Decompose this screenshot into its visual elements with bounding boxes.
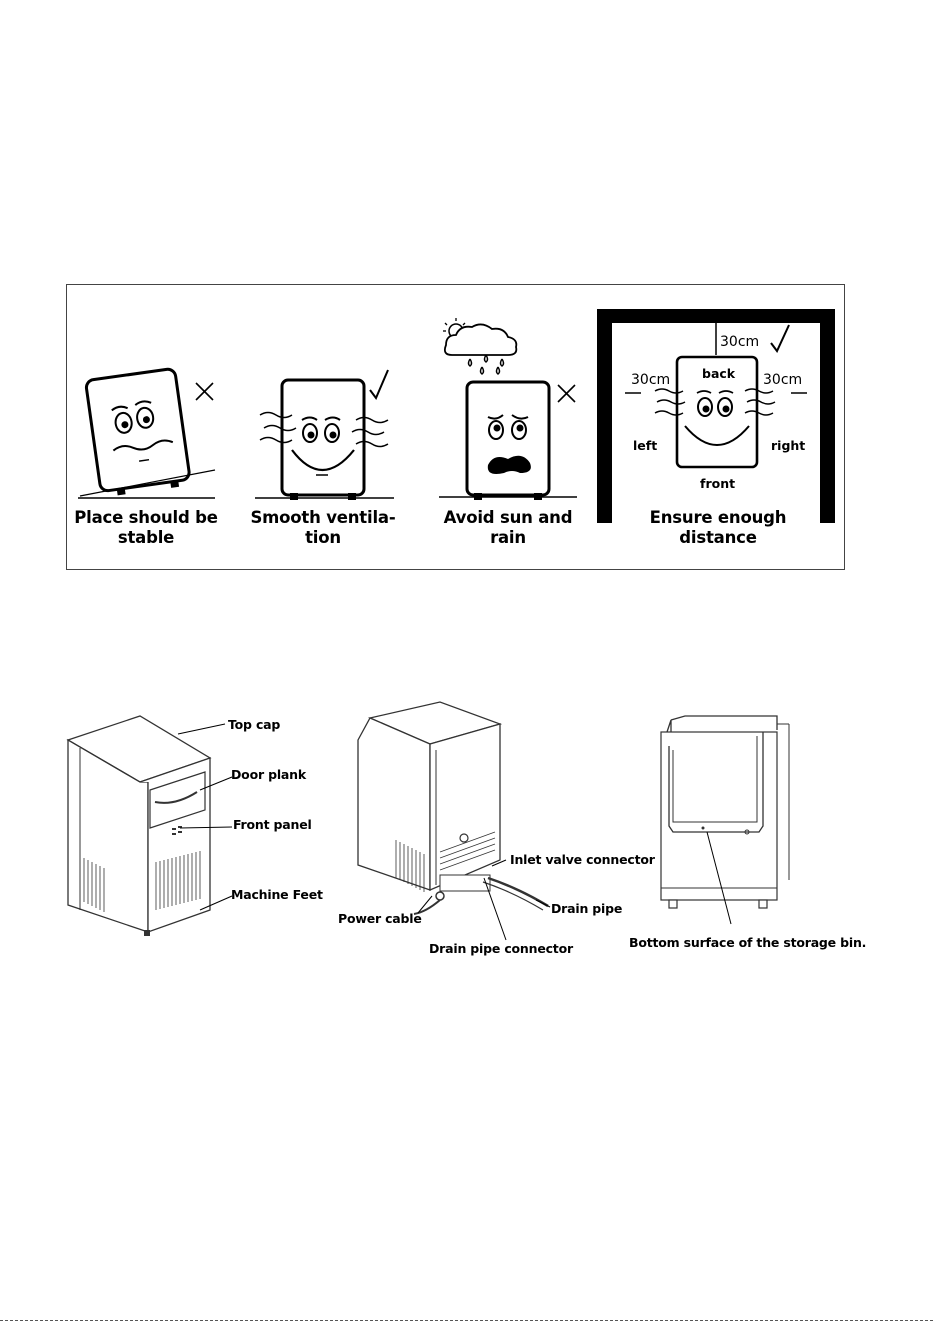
label-front-panel: Front panel [233, 817, 312, 832]
clearance-right-value: 30cm [763, 372, 802, 388]
clearance-front-label: front [700, 476, 735, 491]
label-bin-bottom: Bottom surface of the storage bin. [629, 935, 866, 950]
clearance-top-value: 30cm [720, 334, 759, 350]
check-mark [771, 325, 789, 351]
caption-distance: Ensure enough distance [638, 508, 798, 548]
caption-stable: Place should be stable [66, 508, 226, 548]
ventilated-machine-icon [252, 360, 402, 505]
clearance-left-label: left [633, 438, 657, 453]
sun-cloud-icon [443, 318, 516, 374]
label-power-cable: Power cable [338, 911, 422, 926]
label-machine-feet: Machine Feet [231, 887, 323, 902]
label-top-cap: Top cap [228, 717, 280, 732]
ice-maker-side-view [655, 710, 795, 925]
caption-ventilation: Smooth ventila- tion [243, 508, 403, 548]
page-edge-rule [0, 1320, 933, 1321]
label-drain-pipe-connector: Drain pipe connector [429, 941, 573, 956]
cross-mark [558, 385, 575, 402]
sun-rain-machine-icon [432, 315, 592, 505]
clearance-left-value: 30cm [631, 372, 670, 388]
check-mark [370, 370, 388, 398]
label-inlet-valve-connector: Inlet valve connector [510, 852, 655, 867]
label-drain-pipe: Drain pipe [551, 901, 622, 916]
tilted-machine-icon [70, 350, 230, 505]
clearance-back-label: back [702, 366, 735, 381]
clearance-right-label: right [771, 438, 805, 453]
label-door-plank: Door plank [231, 767, 306, 782]
caption-sun-rain: Avoid sun and rain [428, 508, 588, 548]
cross-mark [196, 383, 213, 400]
clearance-machine-icon [597, 309, 837, 524]
